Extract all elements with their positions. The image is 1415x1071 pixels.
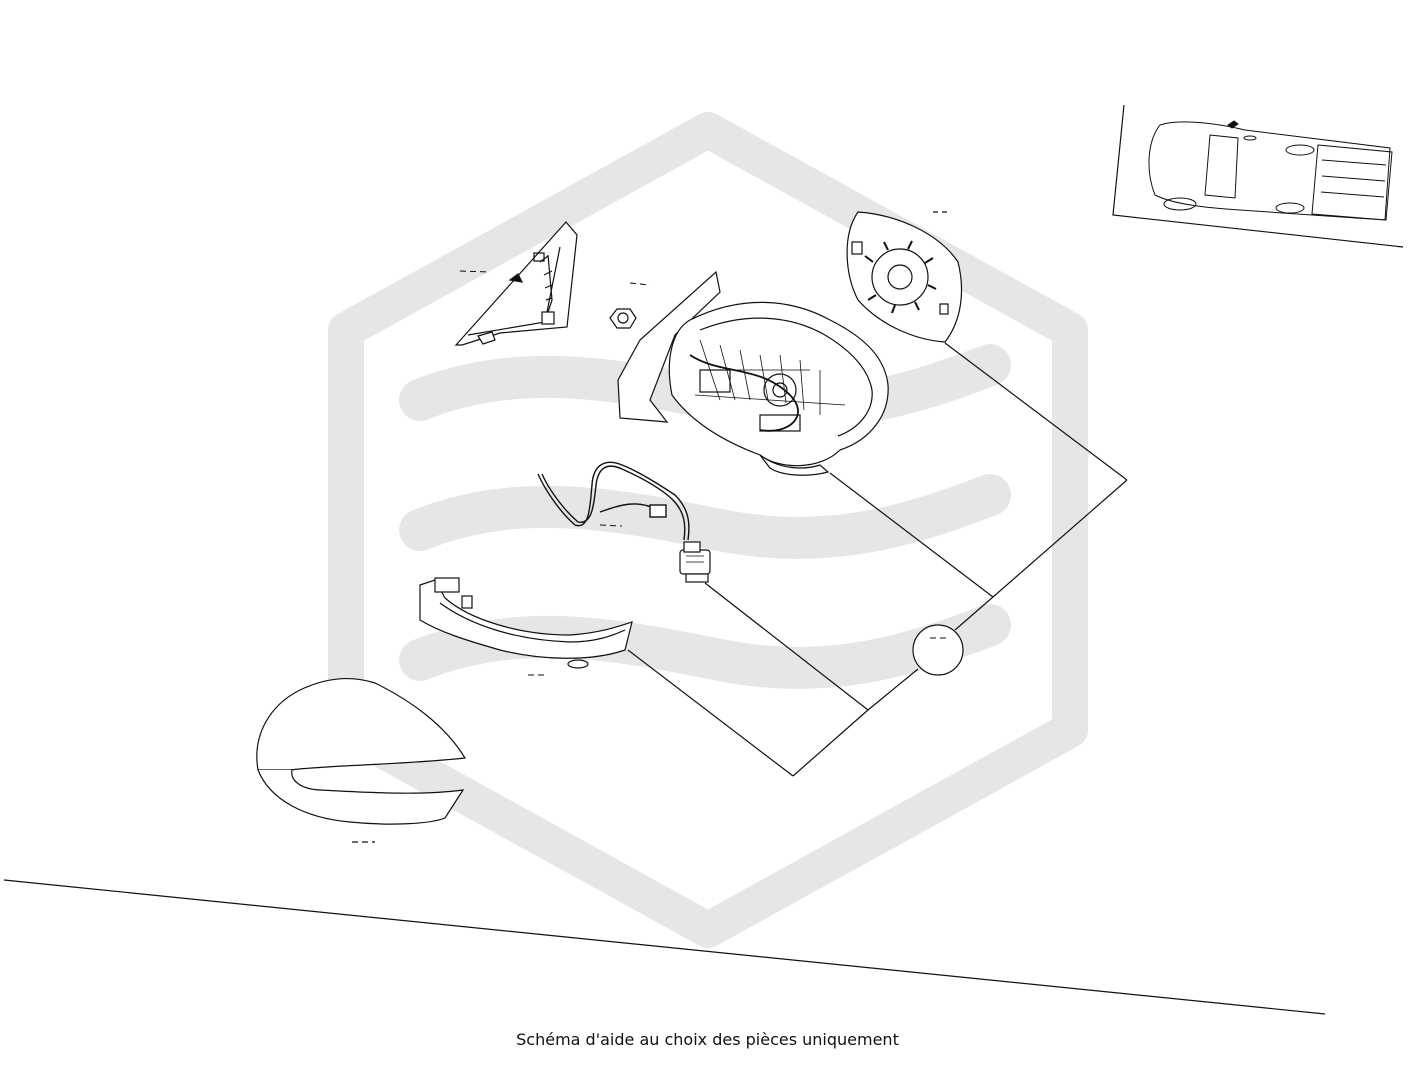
connector[interactable] [679, 541, 711, 583]
wiring-harness[interactable] [537, 461, 690, 541]
mounting-nut[interactable] [609, 308, 637, 329]
watermark-logo [328, 112, 1088, 948]
leader-lines [627, 342, 1128, 777]
mirror-glass[interactable] [846, 211, 963, 343]
vehicle-locator[interactable] [1112, 104, 1404, 248]
callout-marks [459, 270, 948, 676]
baseline [3, 879, 1326, 1015]
diagram-caption: Schéma d'aide au choix des pièces unique… [516, 1030, 899, 1049]
mirror-housing-assembly[interactable] [617, 270, 889, 476]
turn-signal-lamp[interactable] [419, 577, 633, 669]
mirror-base-cover[interactable] [454, 221, 578, 346]
mirror-cover-cap[interactable] [256, 677, 467, 843]
junction-circle[interactable] [912, 624, 964, 676]
